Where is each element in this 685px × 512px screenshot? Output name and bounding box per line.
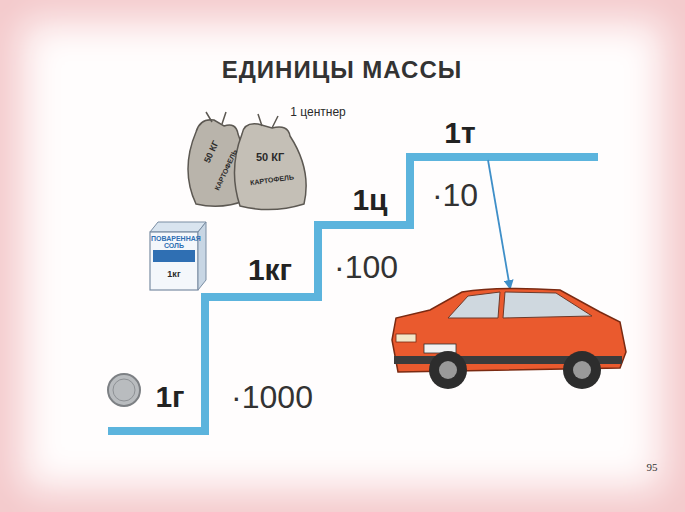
bag-text: 50 КГ bbox=[256, 152, 284, 164]
unit-label: 1г bbox=[155, 381, 184, 413]
salt-box-text: ПОВАРЕННАЯ СОЛЬ bbox=[151, 235, 197, 250]
factor-label: ·10 bbox=[432, 179, 478, 213]
page-number: 95 bbox=[647, 462, 658, 474]
page-title: ЕДИНИЦЫ МАССЫ bbox=[222, 57, 463, 82]
potato-bag-icon bbox=[234, 114, 306, 210]
salt-box-icon bbox=[150, 222, 206, 290]
staircase-line bbox=[108, 157, 598, 431]
coin-icon bbox=[108, 374, 140, 406]
factor-label: ·1000 bbox=[231, 381, 313, 415]
unit-label: 1т bbox=[444, 117, 475, 149]
salt-box-text: 1кг bbox=[167, 270, 180, 279]
pointer-arrow bbox=[488, 160, 510, 288]
bag-caption: 1 центнер bbox=[290, 106, 346, 119]
unit-label: 1ц bbox=[352, 184, 387, 216]
car-illustration bbox=[392, 288, 626, 389]
factor-label: ·100 bbox=[334, 251, 398, 285]
unit-label: 1кг bbox=[248, 254, 292, 286]
